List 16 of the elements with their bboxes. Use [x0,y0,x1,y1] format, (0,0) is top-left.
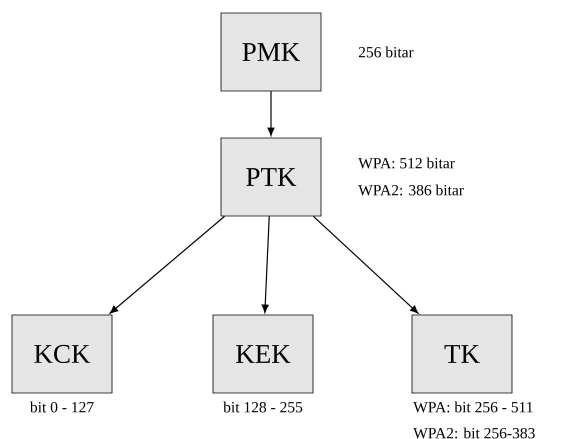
key-box: KCK [12,314,112,394]
arrow [110,216,225,314]
key-box: PMK [220,12,322,92]
size-label: WPA: 512 bitar [358,158,455,168]
key-box: TK [412,314,512,394]
arrow [267,91,275,136]
size-label: WPA: bit 256 - 511 [413,401,533,412]
size-label: bit 0 - 127 [30,402,94,412]
size-label: 256 bitar [358,46,414,58]
size-label: bit 128 - 255 [223,402,302,412]
key-box: PTK [220,138,322,216]
key-box: KEK [212,314,314,394]
arrow [262,216,270,313]
size-label: WPA2: 386 bitar [358,184,464,196]
arrow [313,216,418,314]
size-label: WPA2: bit 256-383 [413,427,535,438]
